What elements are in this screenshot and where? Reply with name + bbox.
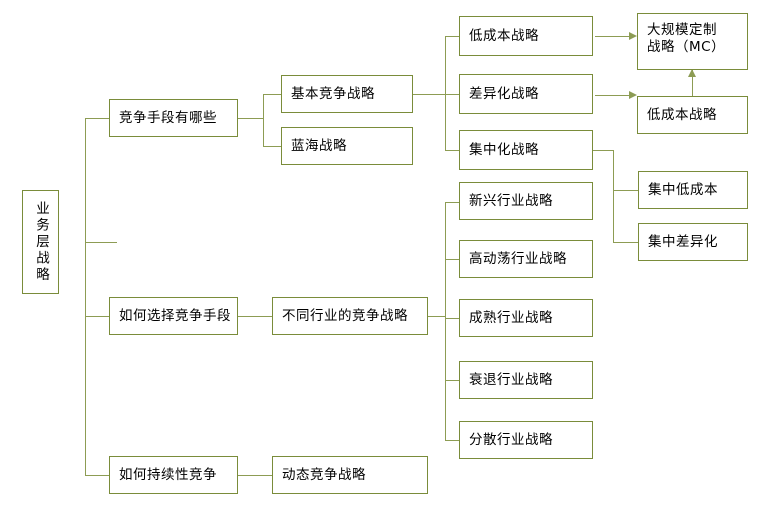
node-label: 差异化战略 — [469, 85, 539, 102]
edge-trunk-to-branch-2 — [85, 316, 109, 317]
node-blue-ocean-strategy[interactable]: 蓝海战略 — [281, 127, 413, 165]
node-root-label: 业务层战略 — [32, 200, 49, 284]
edge-branch2-out — [238, 316, 272, 317]
node-focus-strategy[interactable]: 集中化战略 — [459, 130, 593, 170]
node-low-cost-outcome[interactable]: 低成本战略 — [637, 96, 748, 134]
node-label: 如何持续性竞争 — [119, 466, 217, 483]
arrowhead-lowcost-outcome-to-mc — [688, 69, 696, 77]
node-fragmented-industry-strategy[interactable]: 分散行业战略 — [459, 421, 593, 459]
edge-to-blue-ocean — [263, 146, 281, 147]
node-focus-low-cost[interactable]: 集中低成本 — [638, 171, 748, 209]
node-label-line-2: 战略（MC） — [647, 38, 726, 55]
node-label: 集中低成本 — [648, 181, 718, 198]
node-emerging-industry-strategy[interactable]: 新兴行业战略 — [459, 182, 593, 220]
node-branch-competition-means[interactable]: 竞争手段有哪些 — [109, 99, 238, 137]
edge-to-industry-1 — [445, 202, 459, 203]
edge-branch1-trunk — [263, 94, 264, 146]
node-dynamic-competition-strategy[interactable]: 动态竞争战略 — [272, 456, 428, 494]
edge-lowcost-outcome-to-mc — [692, 70, 693, 96]
edge-basic-out — [413, 94, 445, 95]
edge-to-industry-5 — [445, 440, 459, 441]
node-label: 动态竞争战略 — [282, 466, 366, 483]
node-differentiation-strategy[interactable]: 差异化战略 — [459, 74, 593, 114]
node-low-cost-strategy[interactable]: 低成本战略 — [459, 16, 593, 56]
arrowhead-diff-to-lowcost-outcome — [629, 91, 637, 99]
node-label: 分散行业战略 — [469, 431, 553, 448]
node-label: 衰退行业战略 — [469, 371, 553, 388]
node-label-line-1: 大规模定制 — [647, 22, 717, 38]
node-industry-competitive-strategies[interactable]: 不同行业的竞争战略 — [272, 297, 428, 335]
node-mature-industry-strategy[interactable]: 成熟行业战略 — [459, 299, 593, 337]
edge-diff-to-lowcost-outcome — [595, 95, 635, 96]
edge-focus-out — [593, 150, 613, 151]
node-label: 低成本战略 — [469, 27, 539, 44]
node-branch-sustained-competition[interactable]: 如何持续性竞争 — [109, 456, 238, 494]
node-label: 集中化战略 — [469, 141, 539, 158]
node-label: 基本竞争战略 — [291, 85, 375, 102]
node-branch-how-to-choose[interactable]: 如何选择竞争手段 — [109, 297, 238, 335]
node-focus-differentiation[interactable]: 集中差异化 — [638, 223, 748, 261]
edge-trunk-to-branch-1 — [85, 118, 109, 119]
edge-branch1-out — [238, 118, 263, 119]
node-label: 集中差异化 — [648, 233, 718, 250]
edge-to-basic-strategy — [263, 94, 281, 95]
arrowhead-lowcost-to-mc — [629, 32, 637, 40]
edge-to-focus-lowcost — [613, 190, 638, 191]
edge-trunk-to-branch-3 — [85, 475, 109, 476]
node-label: 新兴行业战略 — [469, 192, 553, 209]
edge-to-low-cost — [445, 36, 459, 37]
edge-to-focus-differentiation — [613, 242, 638, 243]
edge-basic-trunk — [445, 36, 446, 150]
edge-to-differentiation — [445, 94, 459, 95]
edge-root-stub — [85, 242, 117, 243]
edge-lowcost-to-mc — [595, 36, 635, 37]
node-mass-customization-strategy[interactable]: 大规模定制 战略（MC） — [637, 13, 748, 70]
node-turbulent-industry-strategy[interactable]: 高动荡行业战略 — [459, 240, 593, 278]
edge-focus-trunk — [613, 150, 614, 242]
node-label: 不同行业的竞争战略 — [282, 307, 408, 324]
edge-to-industry-3 — [445, 318, 459, 319]
node-label: 低成本战略 — [647, 106, 717, 123]
node-label: 蓝海战略 — [291, 137, 347, 154]
node-label: 竞争手段有哪些 — [119, 109, 217, 126]
edge-industries-in — [428, 316, 445, 317]
edge-to-focus — [445, 150, 459, 151]
edge-main-trunk — [85, 118, 86, 475]
edge-industries-trunk — [445, 202, 446, 440]
node-label: 如何选择竞争手段 — [119, 307, 231, 324]
edge-branch3-out — [238, 475, 272, 476]
node-declining-industry-strategy[interactable]: 衰退行业战略 — [459, 361, 593, 399]
node-label: 成熟行业战略 — [469, 309, 553, 326]
node-root[interactable]: 业务层战略 — [22, 190, 59, 294]
edge-to-industry-4 — [445, 380, 459, 381]
edge-to-industry-2 — [445, 259, 459, 260]
node-label: 高动荡行业战略 — [469, 250, 567, 267]
node-basic-competitive-strategy[interactable]: 基本竞争战略 — [281, 75, 413, 113]
